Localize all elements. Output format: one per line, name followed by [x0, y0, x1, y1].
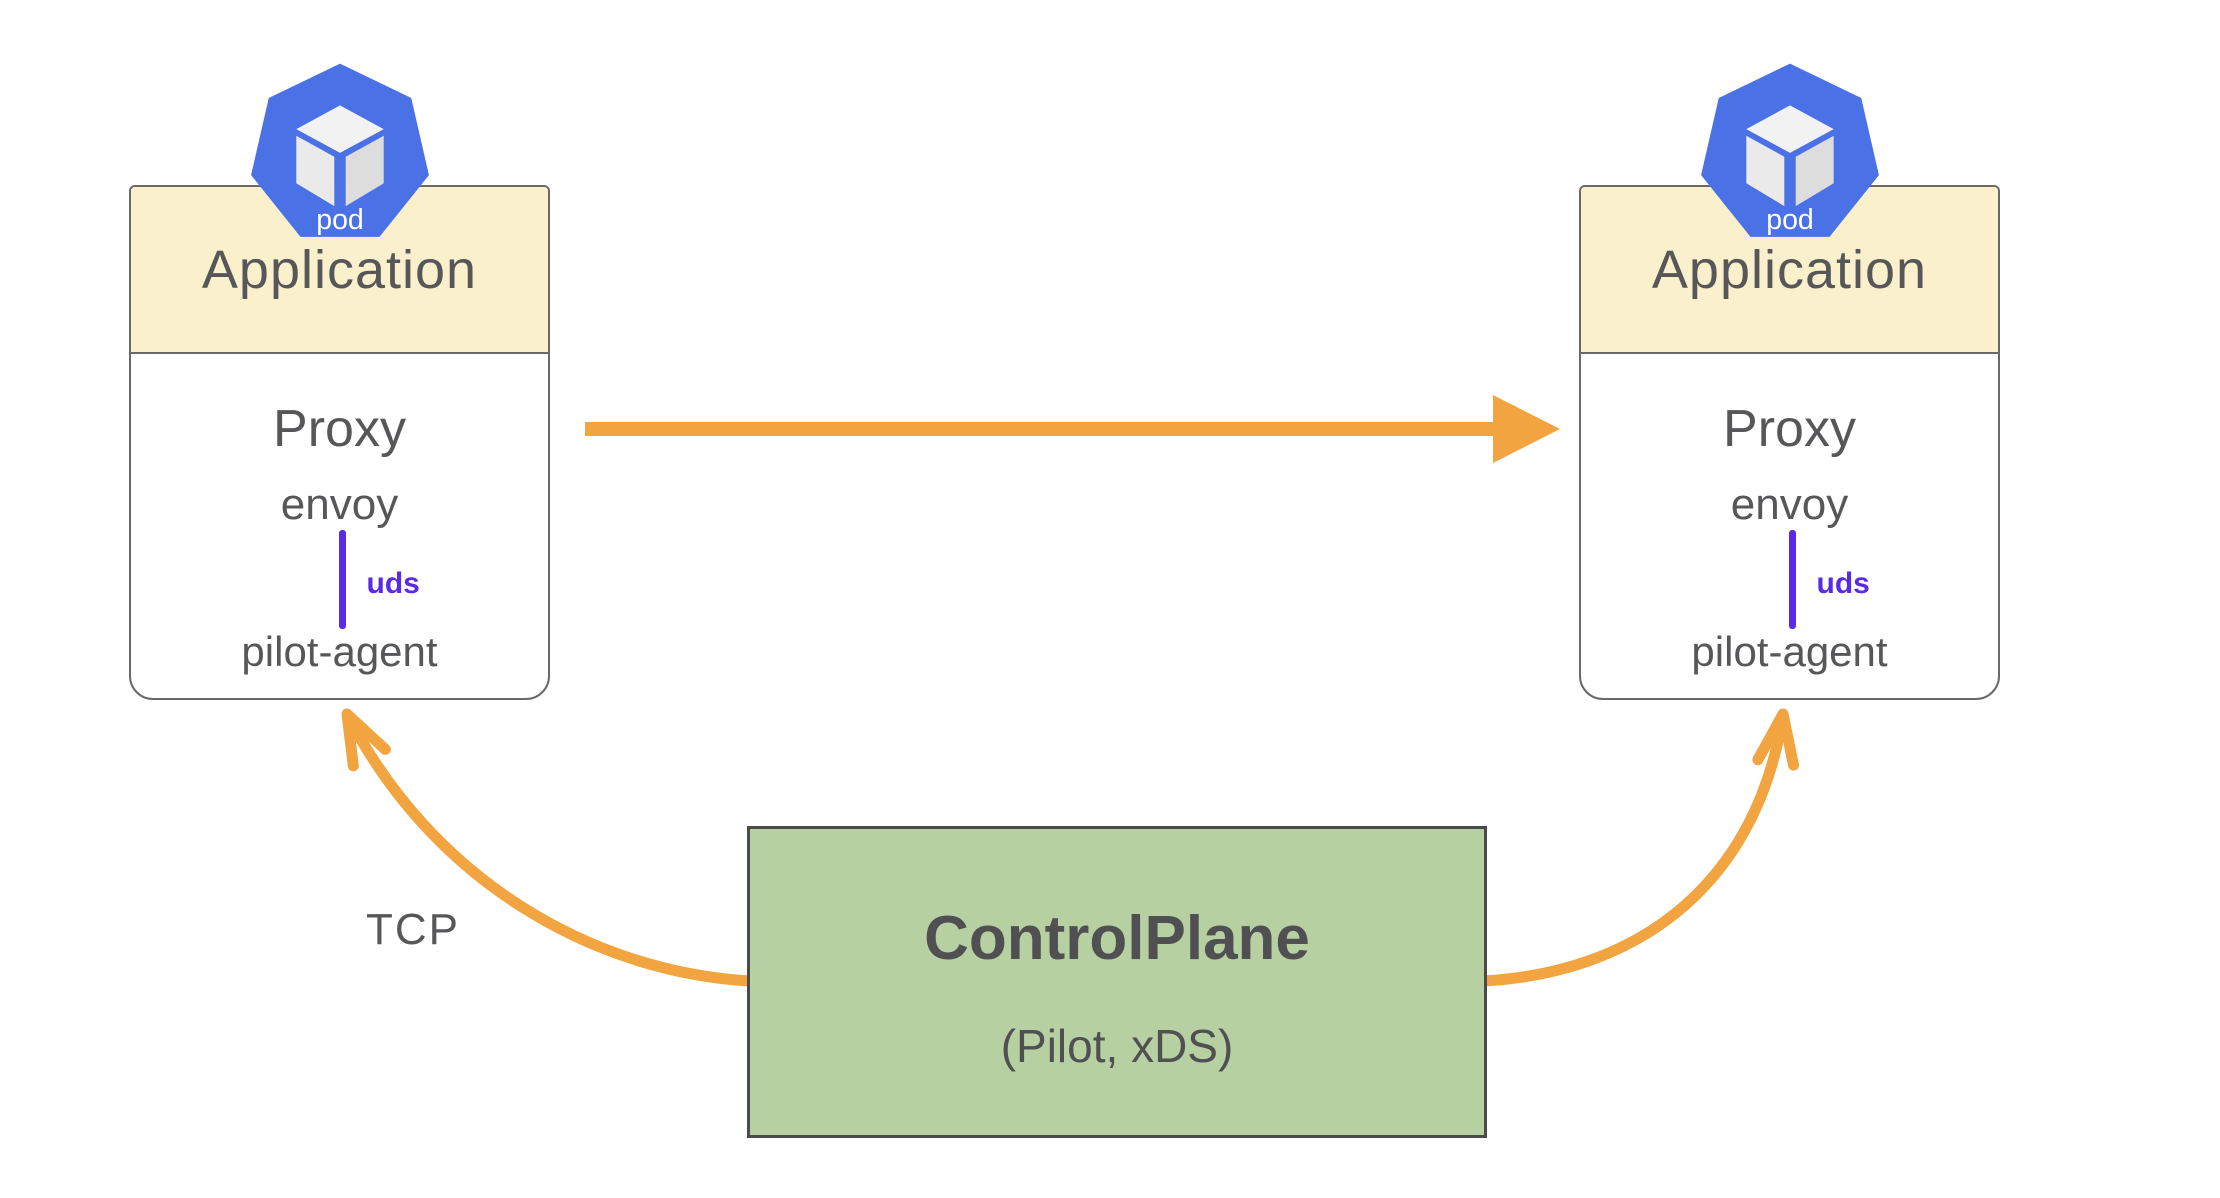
uds-label: uds [366, 567, 420, 600]
control-plane-subtitle: (Pilot, xDS) [1000, 1020, 1234, 1072]
pod-box-right: pod Application Proxy envoy uds pilot-ag… [1579, 63, 2000, 702]
cube-top-face [295, 105, 384, 153]
cube-right-face [345, 135, 384, 207]
kubernetes-pod-icon: pod [245, 56, 435, 246]
cube-left-face [295, 135, 334, 207]
control-plane-box: ControlPlane (Pilot, xDS) [747, 826, 1487, 1138]
envoy-label: envoy [280, 480, 399, 529]
pilot-agent-label: pilot-agent [241, 628, 438, 675]
uds-label: uds [1816, 567, 1870, 600]
cube-left-face [1745, 135, 1784, 207]
pod-body: Proxy envoy uds pilot-agent [131, 356, 548, 702]
pod-icon-label: pod [1766, 204, 1814, 236]
service-traffic-arrowhead [1493, 395, 1560, 463]
application-label: Application [201, 239, 478, 300]
pod-box-left: pod Application Proxy envoy uds pilot-ag… [129, 63, 550, 702]
proxy-label: Proxy [1723, 400, 1856, 458]
pod-body: Proxy envoy uds pilot-agent [1581, 356, 1998, 702]
pilot-agent-label: pilot-agent [1691, 628, 1888, 675]
cube-top-face [1745, 105, 1834, 153]
uds-connection-line [1788, 530, 1796, 629]
proxy-label: Proxy [273, 400, 406, 458]
control-plane-title: ControlPlane [924, 904, 1310, 973]
uds-connection-line [338, 530, 346, 629]
cube-right-face [1795, 135, 1834, 207]
xds-arrow-right [1483, 708, 1799, 987]
pod-icon-label: pod [316, 204, 364, 236]
kubernetes-pod-icon: pod [1695, 56, 1885, 246]
envoy-label: envoy [1730, 480, 1849, 529]
application-label: Application [1651, 239, 1928, 300]
tcp-label: TCP [366, 905, 460, 954]
